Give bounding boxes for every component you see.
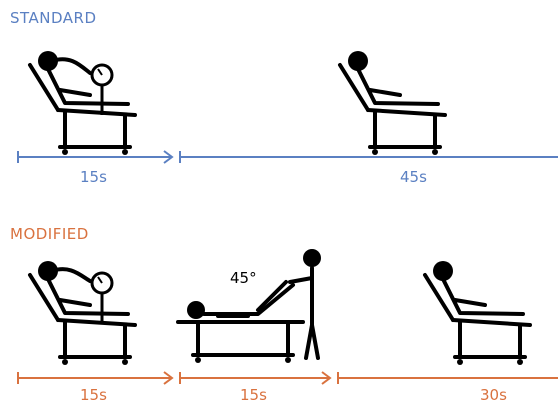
- standard-patient-measurement-icon: [30, 51, 135, 155]
- standard-timeline: [18, 151, 558, 163]
- modified-segment-1-duration: 15s: [80, 386, 107, 404]
- standard-patient-rest-icon: [340, 51, 445, 155]
- modified-patient-measurement-icon: [30, 261, 135, 365]
- modified-segment-3-duration: 30s: [480, 386, 507, 404]
- standard-segment-2-duration: 45s: [400, 168, 427, 186]
- modified-segment-2-duration: 15s: [240, 386, 267, 404]
- passive-leg-raise-icon: [178, 249, 321, 363]
- modified-timeline: [18, 372, 558, 384]
- modified-patient-rest-icon: [425, 261, 530, 365]
- leg-angle-annotation: 45°: [230, 269, 257, 287]
- standard-segment-1-duration: 15s: [80, 168, 107, 186]
